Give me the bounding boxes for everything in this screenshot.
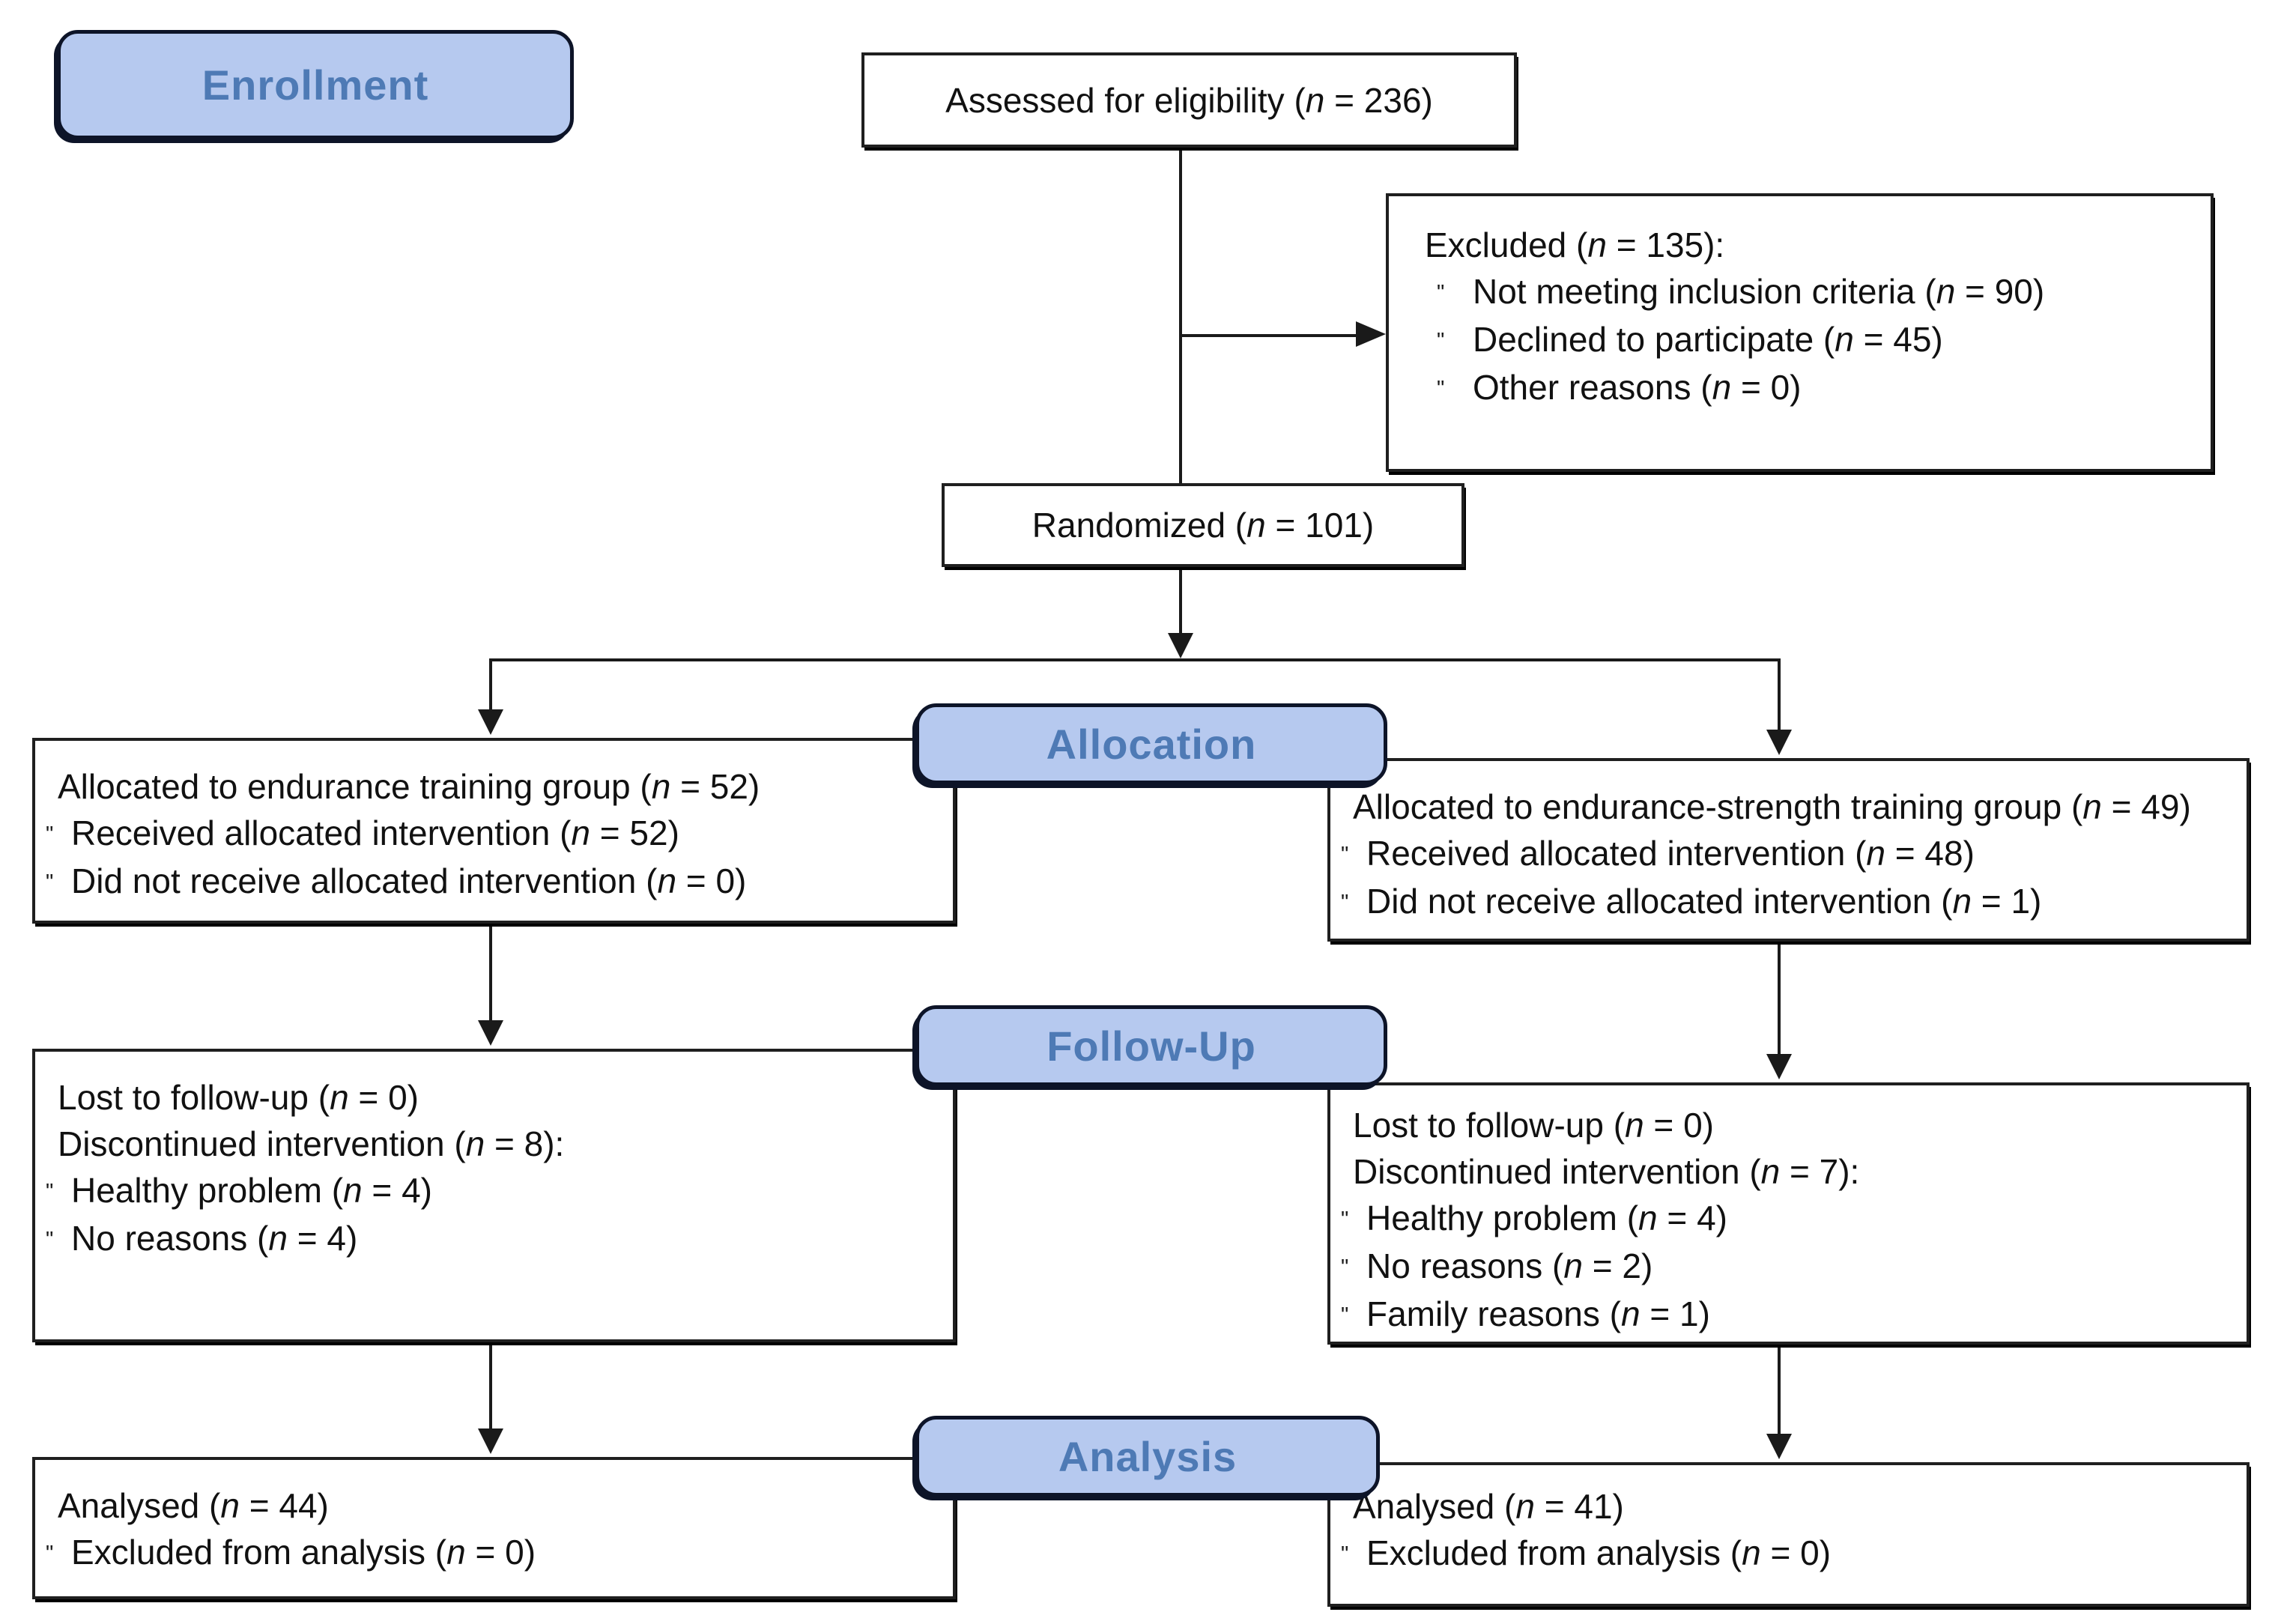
- stage-label-analysis: Analysis: [915, 1416, 1380, 1497]
- box-line-text: Did not receive allocated intervention (…: [1366, 882, 2042, 921]
- ditto-bullet-icon: ": [46, 822, 54, 846]
- ditto-bullet-icon: ": [46, 1228, 54, 1252]
- box-bullet-line: " Declined to participate (n = 45): [1437, 316, 2191, 364]
- arrowhead-excluded: [1356, 321, 1386, 347]
- box-bullet-line: " Other reasons (n = 0): [1437, 364, 2191, 412]
- box-line-text: Randomized (n = 101): [1032, 506, 1375, 545]
- box-line-text: Assessed for eligibility (n = 236): [945, 80, 1433, 120]
- ditto-bullet-icon: ": [1341, 891, 1349, 915]
- arrowhead-followup-right: [1766, 1054, 1792, 1079]
- ditto-bullet-icon: ": [46, 1542, 54, 1566]
- randomized-box: Randomized (n = 101): [942, 483, 1464, 567]
- box-bullet-line: " No reasons (n = 2): [1341, 1243, 2227, 1291]
- ditto-bullet-icon: ": [1437, 329, 1445, 353]
- box-line: Lost to follow-up (n = 0): [1353, 1102, 2227, 1148]
- box-line: Allocated to endurance training group (n…: [58, 763, 933, 810]
- ditto-bullet-icon: ": [1341, 1255, 1349, 1279]
- connector-branch-to-alloc-right: [1778, 658, 1781, 732]
- box-bullet-line: " Healthy problem (n = 4): [46, 1167, 933, 1215]
- box-bullet-line: " Healthy problem (n = 4): [1341, 1195, 2227, 1243]
- box-line: Lost to follow-up (n = 0): [58, 1074, 933, 1121]
- box-line: Assessed for eligibility (n = 236): [864, 77, 1514, 124]
- allocation-box-endurance: Allocated to endurance training group (n…: [32, 738, 956, 924]
- box-bullet-line: " Did not receive allocated intervention …: [1341, 878, 2227, 926]
- allocation-box-endurance-strength: Allocated to endurance-strength training…: [1327, 758, 2250, 942]
- box-line: Excluded (n = 135):: [1425, 222, 2191, 268]
- box-line-text: Discontinued intervention (n = 8):: [58, 1124, 565, 1163]
- box-line: Allocated to endurance-strength training…: [1353, 784, 2227, 830]
- arrowhead-alloc-left: [478, 709, 503, 735]
- arrowhead-analysis-right: [1766, 1434, 1792, 1459]
- arrowhead-alloc-right: [1766, 730, 1792, 755]
- connector-to-excluded: [1181, 334, 1357, 337]
- box-line-text: Excluded from analysis (n = 0): [1366, 1533, 1832, 1572]
- box-line-text: Analysed (n = 44): [58, 1486, 329, 1525]
- box-bullet-line: " Excluded from analysis (n = 0): [1341, 1530, 2227, 1578]
- box-line-text: Analysed (n = 41): [1353, 1487, 1624, 1526]
- stage-label-enrollment: Enrollment: [57, 30, 574, 139]
- box-line-text: Not meeting inclusion criteria (n = 90): [1473, 272, 2045, 311]
- box-line: Randomized (n = 101): [945, 502, 1461, 548]
- analysis-box-endurance: Analysed (n = 44)" Excluded from analysis…: [32, 1457, 956, 1599]
- connector-alloc-to-followup-right: [1778, 942, 1781, 1055]
- ditto-bullet-icon: ": [1341, 843, 1349, 867]
- box-line: Analysed (n = 41): [1353, 1483, 2227, 1530]
- branch-horizontal-line: [489, 658, 1781, 661]
- ditto-bullet-icon: ": [1341, 1208, 1349, 1231]
- followup-box-endurance-strength: Lost to follow-up (n = 0) Discontinued in…: [1327, 1082, 2250, 1345]
- box-bullet-line: " Received allocated intervention (n = 52…: [46, 810, 933, 858]
- connector-randomized-to-branch: [1179, 567, 1182, 636]
- ditto-bullet-icon: ": [1341, 1303, 1349, 1327]
- box-bullet-line: " No reasons (n = 4): [46, 1215, 933, 1263]
- box-line-text: Discontinued intervention (n = 7):: [1353, 1152, 1860, 1191]
- ditto-bullet-icon: ": [46, 1180, 54, 1204]
- box-bullet-line: " Family reasons (n = 1): [1341, 1291, 2227, 1339]
- box-line: Discontinued intervention (n = 8):: [58, 1121, 933, 1167]
- box-line-text: No reasons (n = 4): [71, 1219, 358, 1258]
- box-line-text: Healthy problem (n = 4): [71, 1171, 432, 1210]
- box-line-text: Excluded from analysis (n = 0): [71, 1533, 536, 1572]
- box-line-text: Allocated to endurance-strength training…: [1353, 787, 2191, 826]
- box-line-text: Excluded (n = 135):: [1425, 225, 1725, 264]
- box-bullet-line: " Not meeting inclusion criteria (n = 90): [1437, 268, 2191, 316]
- stage-label-followup-text: Follow-Up: [1046, 1022, 1256, 1070]
- box-line: Discontinued intervention (n = 7):: [1353, 1148, 2227, 1195]
- connector-followup-to-analysis-right: [1778, 1345, 1781, 1436]
- arrowhead-branch: [1168, 633, 1193, 658]
- box-line-text: Received allocated intervention (n = 48): [1366, 834, 1975, 873]
- ditto-bullet-icon: ": [46, 870, 54, 894]
- stage-label-enrollment-text: Enrollment: [202, 61, 429, 109]
- connector-alloc-to-followup-left: [489, 924, 492, 1022]
- followup-box-endurance: Lost to follow-up (n = 0) Discontinued in…: [32, 1049, 956, 1342]
- arrowhead-analysis-left: [478, 1428, 503, 1454]
- box-bullet-line: " Received allocated intervention (n = 48…: [1341, 830, 2227, 878]
- box-line-text: Allocated to endurance training group (n…: [58, 767, 760, 806]
- excluded-box: Excluded (n = 135): " Not meeting inclusio…: [1386, 193, 2214, 472]
- box-line-text: Healthy problem (n = 4): [1366, 1199, 1727, 1237]
- box-line-text: No reasons (n = 2): [1366, 1246, 1653, 1285]
- ditto-bullet-icon: ": [1437, 281, 1445, 305]
- stage-label-allocation-text: Allocation: [1046, 720, 1257, 768]
- stage-label-analysis-text: Analysis: [1058, 1432, 1238, 1480]
- box-line-text: Lost to follow-up (n = 0): [58, 1078, 419, 1117]
- box-line-text: Declined to participate (n = 45): [1473, 320, 1943, 359]
- stage-label-allocation: Allocation: [915, 703, 1387, 784]
- box-line-text: Other reasons (n = 0): [1473, 368, 1802, 407]
- box-line-text: Received allocated intervention (n = 52): [71, 813, 679, 852]
- assessed-box: Assessed for eligibility (n = 236): [861, 52, 1517, 148]
- ditto-bullet-icon: ": [1341, 1542, 1349, 1566]
- stage-label-followup: Follow-Up: [915, 1005, 1387, 1086]
- box-bullet-line: " Excluded from analysis (n = 0): [46, 1529, 933, 1577]
- box-line-text: Family reasons (n = 1): [1366, 1294, 1710, 1333]
- box-bullet-line: " Did not receive allocated intervention …: [46, 858, 933, 906]
- box-line: Analysed (n = 44): [58, 1482, 933, 1529]
- ditto-bullet-icon: ": [1437, 377, 1445, 401]
- connector-assessed-to-randomized: [1179, 148, 1182, 485]
- box-line-text: Did not receive allocated intervention (…: [71, 861, 747, 900]
- analysis-box-endurance-strength: Analysed (n = 41)" Excluded from analysis…: [1327, 1462, 2250, 1607]
- connector-followup-to-analysis-left: [489, 1342, 492, 1431]
- connector-branch-to-alloc-left: [489, 658, 492, 711]
- box-line-text: Lost to follow-up (n = 0): [1353, 1106, 1714, 1145]
- arrowhead-followup-left: [478, 1020, 503, 1046]
